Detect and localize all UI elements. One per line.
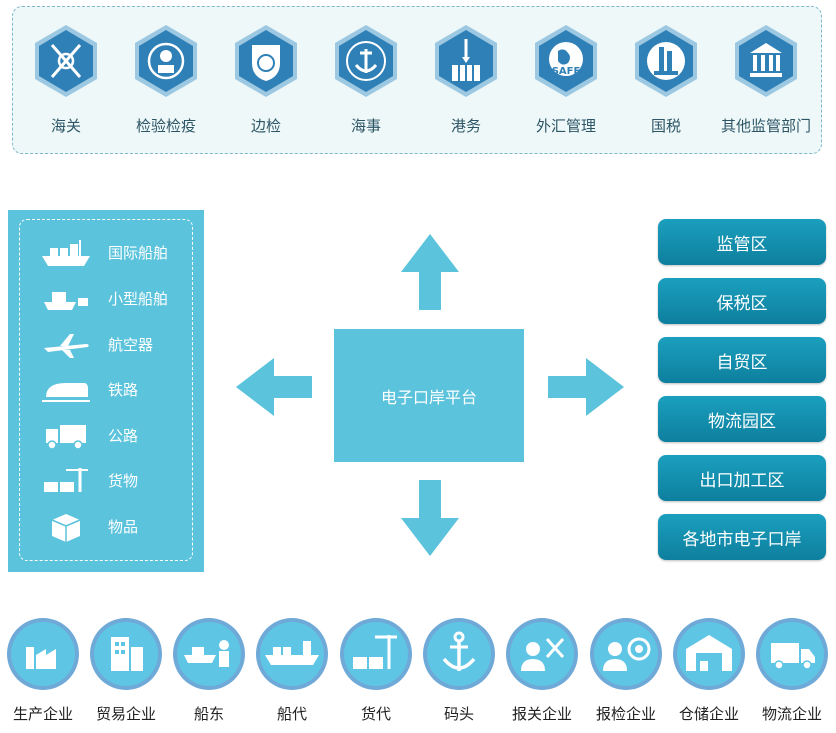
enterprise-ship-owner[interactable]: 船东 [169,617,249,723]
transport-label: 航空器 [108,336,154,354]
agency-border-inspection[interactable]: 边检 [216,23,316,136]
arrow-right-icon [548,358,624,416]
zone-free-trade[interactable]: 自贸区 [658,337,826,383]
e-port-platform[interactable]: 电子口岸平台 [334,329,524,462]
enterprise-inspection-broker[interactable]: 报检企业 [586,617,666,723]
container-crane-icon [432,23,500,99]
regulatory-agencies-panel: 海关 检验检疫 边检 海事 港务 SAFE [12,6,822,154]
enterprise-label: 仓储企业 [678,705,739,723]
inspection-broker-icon [589,617,663,691]
transport-item-small-ship[interactable]: 小型船舶 [40,284,190,314]
delivery-truck-icon [755,617,829,691]
enterprise-terminal[interactable]: 码头 [419,617,499,723]
truck-icon [46,425,86,450]
e-port-platform-label: 电子口岸平台 [380,387,477,407]
cargo-ship-icon [255,617,329,691]
zone-export-processing[interactable]: 出口加工区 [658,455,826,501]
factory-icon [6,617,80,691]
agency-port-affairs[interactable]: 港务 [416,23,516,136]
zone-bonded[interactable]: 保税区 [658,278,826,324]
transport-item-goods[interactable]: 物品 [40,512,190,542]
enterprise-label: 物流企业 [761,705,822,723]
enterprise-label: 报关企业 [511,705,572,723]
enterprise-label: 贸易企业 [95,705,156,723]
enterprise-label: 船代 [276,705,307,723]
enterprise-label: 生产企业 [12,705,73,723]
transport-panel-border [19,219,193,561]
transport-label: 物品 [108,518,139,536]
enterprise-ship-agent[interactable]: 船代 [252,617,332,723]
enterprise-logistics[interactable]: 物流企业 [752,617,832,723]
transport-item-cargo[interactable]: 货物 [40,466,190,496]
agency-tax[interactable]: 国税 [616,23,716,136]
small-ship-icon [44,292,88,310]
enterprise-label: 码头 [443,705,474,723]
transport-label: 公路 [108,427,139,445]
container-ship-icon [42,240,90,266]
safe-globe-icon: SAFE [532,23,600,99]
airplane-icon [44,334,89,358]
transport-item-highway[interactable]: 公路 [40,421,190,451]
agency-label: 检验检疫 [135,117,196,135]
transport-label: 国际船舶 [108,244,169,262]
agency-maritime[interactable]: 海事 [316,23,416,136]
agency-label: 边检 [250,117,281,135]
transport-item-aircraft[interactable]: 航空器 [40,330,190,360]
agency-customs[interactable]: 海关 [16,23,116,136]
zone-supervision[interactable]: 监管区 [658,219,826,265]
transport-label: 铁路 [108,381,139,399]
transport-item-railway[interactable]: 铁路 [40,375,190,405]
china-msa-anchor-icon [332,23,400,99]
enterprise-label: 报检企业 [595,705,656,723]
enterprise-label: 货代 [360,705,391,723]
zone-logistics-park[interactable]: 物流园区 [658,396,826,442]
cargo-crane-icon [44,468,88,492]
enterprise-customs-broker[interactable]: 报关企业 [502,617,582,723]
agency-label: 海事 [350,117,381,135]
package-icon [51,514,81,542]
agency-inspection[interactable]: 检验检疫 [116,23,216,136]
transport-panel: 国际船舶 小型船舶 航空器 铁路 公路 货物 物品 [8,210,204,572]
arrow-left-icon [236,358,312,416]
anchor-icon [422,617,496,691]
agency-label: 国税 [650,117,681,135]
caduceus-key-icon [32,23,100,99]
tax-emblem-icon [632,23,700,99]
ship-owner-icon [172,617,246,691]
government-building-icon [732,23,800,99]
freight-crane-icon [339,617,413,691]
warehouse-icon [672,617,746,691]
agency-other[interactable]: 其他监管部门 [716,23,816,136]
office-building-icon [89,617,163,691]
agency-label: 外汇管理 [535,117,596,135]
agency-forex[interactable]: SAFE 外汇管理 [516,23,616,136]
transport-item-ship[interactable]: 国际船舶 [40,238,190,268]
arrow-up-icon [401,234,459,310]
enterprise-trading[interactable]: 贸易企业 [86,617,166,723]
agency-label: 港务 [450,117,481,135]
border-inspection-badge-icon [232,23,300,99]
enterprise-manufacturer[interactable]: 生产企业 [3,617,83,723]
arrow-down-icon [401,480,459,556]
enterprise-freight-forwarder[interactable]: 货代 [336,617,416,723]
agency-label: 海关 [50,117,81,135]
enterprise-label: 船东 [193,705,224,723]
train-icon [42,383,90,402]
zone-city-e-ports[interactable]: 各地市电子口岸 [658,514,826,560]
transport-label: 货物 [108,472,139,490]
transport-label: 小型船舶 [108,290,169,308]
safe-text: SAFE [551,66,581,77]
agency-label: 其他监管部门 [720,117,811,135]
enterprise-warehousing[interactable]: 仓储企业 [669,617,749,723]
inspection-emblem-icon [132,23,200,99]
customs-broker-icon [505,617,579,691]
